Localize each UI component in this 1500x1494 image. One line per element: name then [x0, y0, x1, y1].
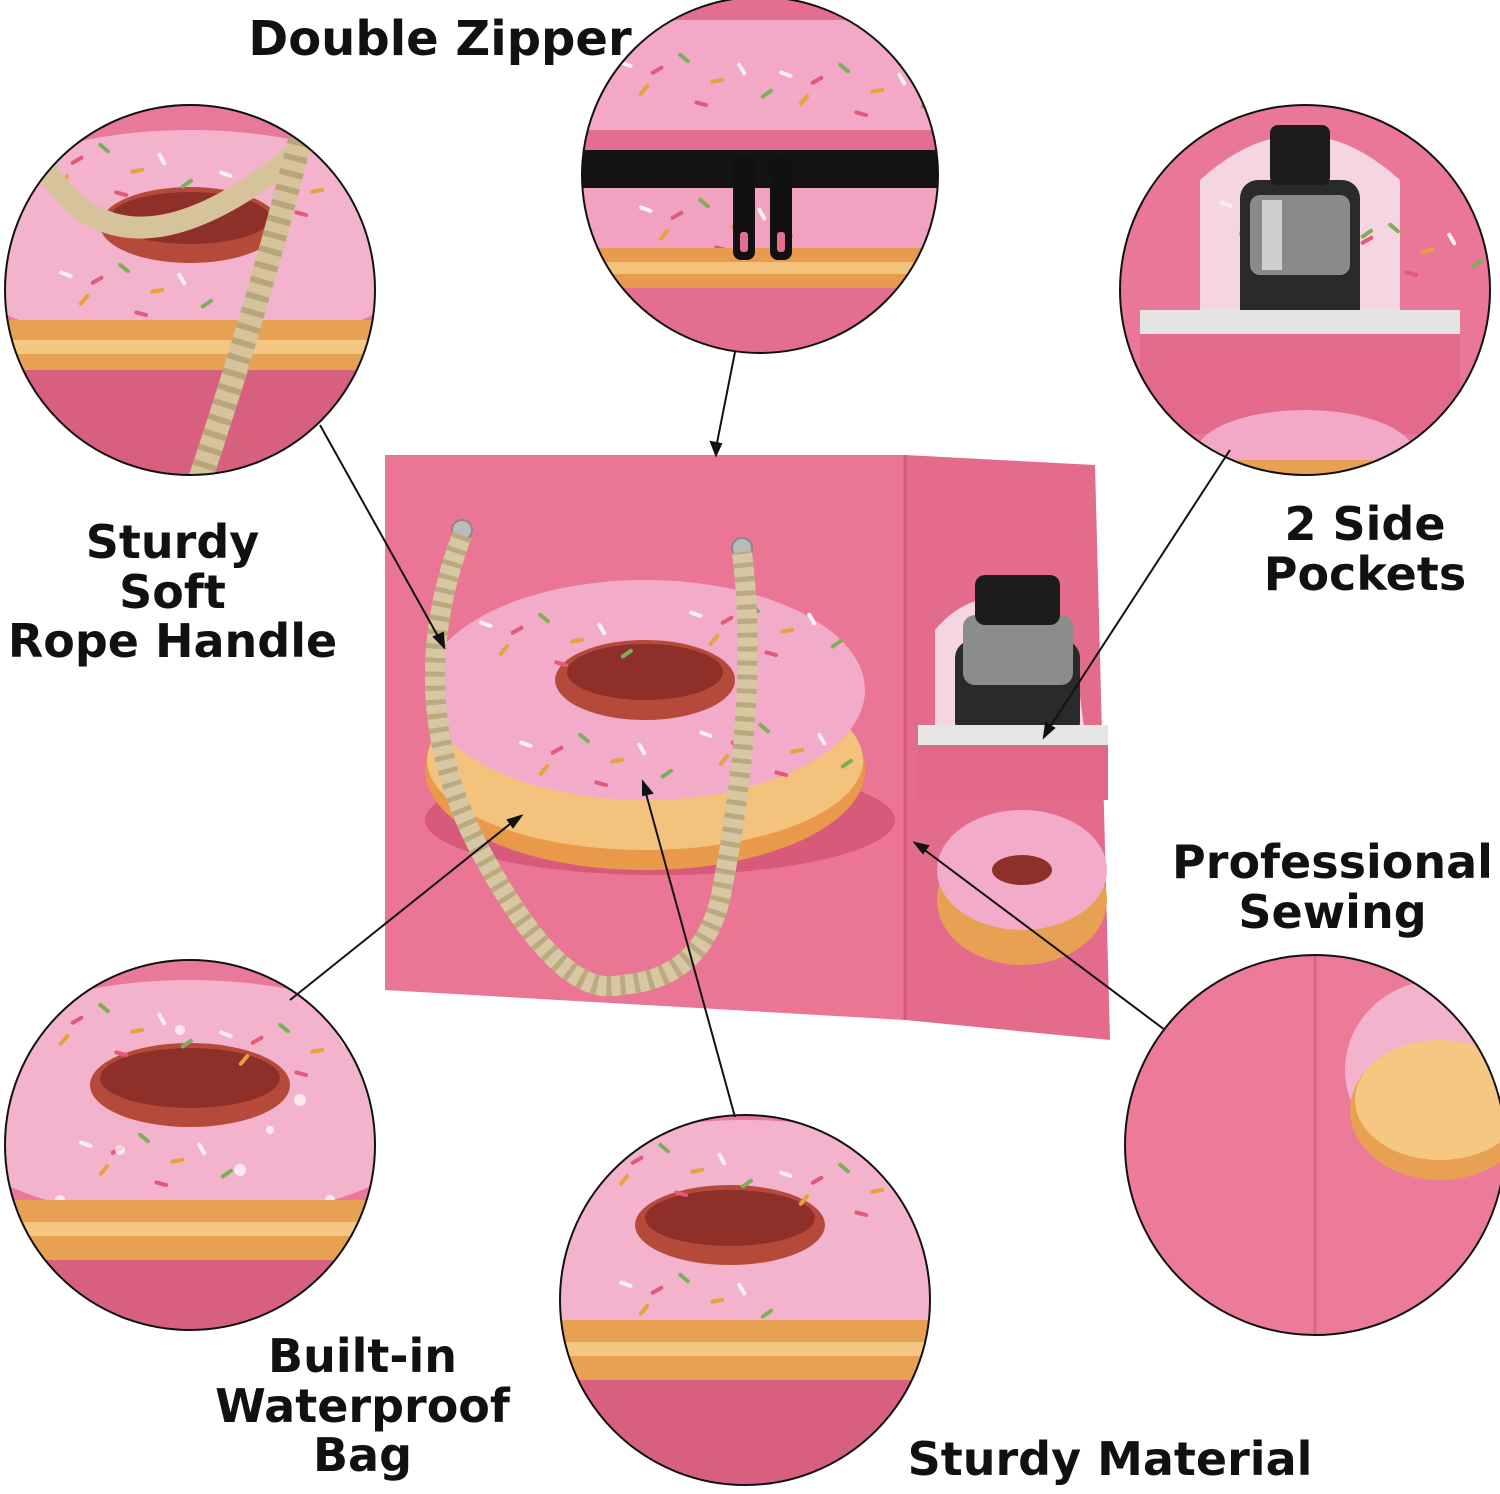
- waterproof-detail-circle: [5, 960, 375, 1330]
- rope-handle: [424, 519, 758, 997]
- sturdy-material-label: Sturdy Material: [907, 1432, 1313, 1486]
- rope-handle-label: Sturdy Soft Rope Handle: [7, 515, 338, 669]
- zipper-pull-icon: [733, 156, 792, 260]
- double-zipper-label: Double Zipper: [248, 11, 632, 67]
- side-pocket-detail-circle: [1120, 105, 1490, 475]
- waterproof-label: Built-in Waterproof Bag: [215, 1329, 510, 1483]
- rope-handle-detail-circle: [5, 105, 375, 475]
- sewing-label: Professional Sewing: [1172, 835, 1493, 939]
- material-detail-circle: [560, 1115, 930, 1485]
- sewing-detail-circle: [1125, 955, 1500, 1335]
- side-pockets-label: 2 Side Pockets: [1263, 497, 1467, 601]
- tote-bag: [385, 455, 1110, 1040]
- callout-lines: [289, 351, 1231, 1118]
